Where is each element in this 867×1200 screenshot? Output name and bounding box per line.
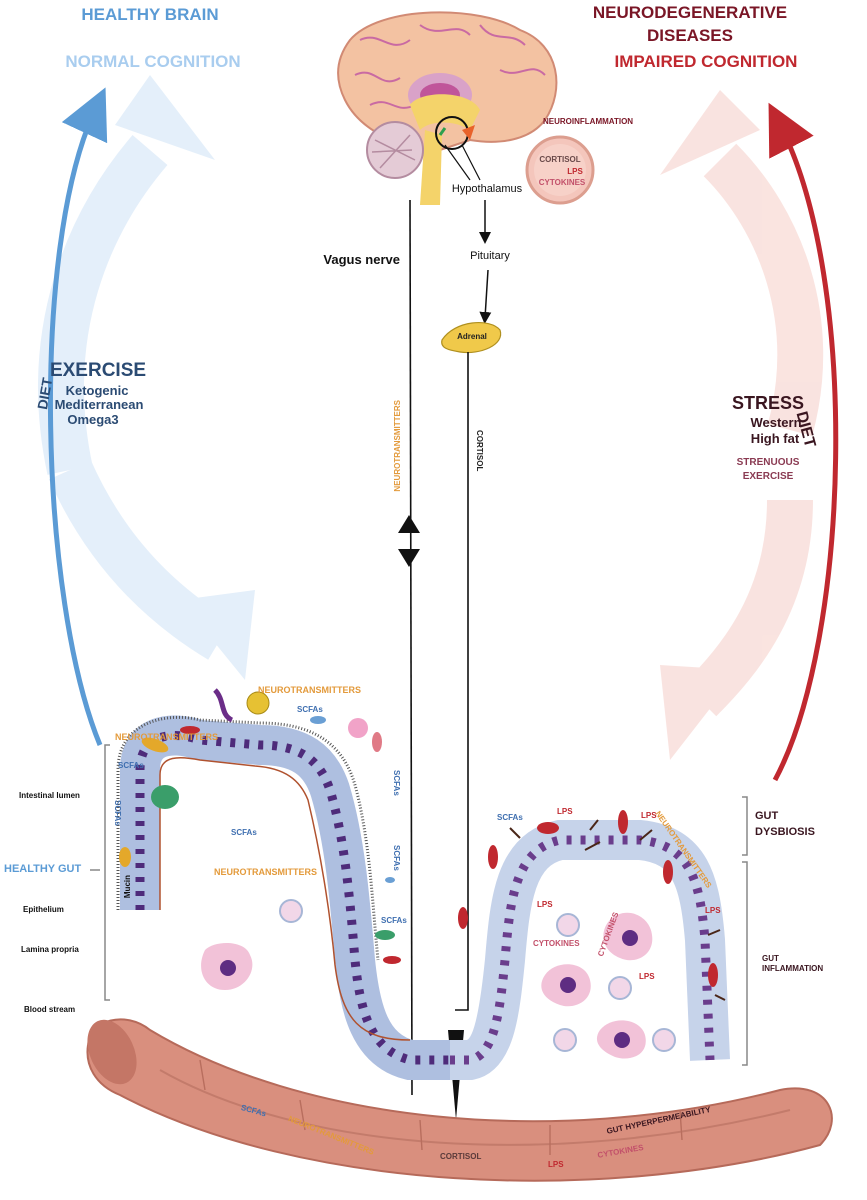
diet-high-fat-label: High fat <box>750 431 800 446</box>
intestinal-lumen-label: Intestinal lumen <box>19 791 80 800</box>
inflamed-lps-right-label: LPS <box>705 906 721 915</box>
gut-dysbiosis-label-2: DYSBIOSIS <box>755 826 815 838</box>
scfas-center-label: SCFAs <box>231 828 257 837</box>
exercise-label: EXERCISE <box>49 360 147 381</box>
vagus-nerve-line <box>409 199 413 1096</box>
pituitary-label: Pituitary <box>470 250 510 262</box>
stress-label: STRESS <box>731 393 805 413</box>
healthy-feedback-line <box>47 87 108 746</box>
disease-pathway-arrow <box>660 90 824 760</box>
hypothalamus-pointer <box>444 144 481 181</box>
axis-neurotransmitters-label: NEUROTRANSMITTERS <box>393 400 402 492</box>
adrenal-gland <box>441 322 502 354</box>
mucin-label: Mucin <box>123 875 132 899</box>
epithelium-label: Epithelium <box>23 905 64 914</box>
inflamed-lps-lower-label: LPS <box>639 972 655 981</box>
healthy-gut-epithelium <box>116 715 450 1080</box>
gut-dysbiosis-label-1: GUT <box>755 810 779 822</box>
neuro-cytokines-label: CYTOKINES <box>538 178 586 187</box>
vessel-lps-label: LPS <box>548 1160 564 1169</box>
inflamed-lps-label: LPS <box>537 900 553 909</box>
healthy-gut-label: HEALTHY GUT <box>4 863 82 875</box>
diet-mediterranean-label: Mediterranean <box>54 397 144 412</box>
lamina-propria-label: Lamina propria <box>21 945 79 954</box>
diseases-title: DISEASES <box>647 26 733 45</box>
gut-inflammation-label-1: GUT <box>762 954 779 963</box>
adrenal-label: Adrenal <box>457 332 487 341</box>
gut-neurotransmitters-top-label: NEUROTRANSMITTERS <box>258 685 361 695</box>
gut-microbiota-dysbiosis <box>458 810 726 1001</box>
neuro-cortisol-label: CORTISOL <box>539 155 581 164</box>
blood-vessel <box>86 1018 833 1182</box>
scfas-left-label: SCFAs <box>118 761 144 770</box>
dysbiosis-lps-top-label: LPS <box>557 807 573 816</box>
strenuous-label: STRENUOUS <box>736 457 800 468</box>
axis-cortisol-label: CORTISOL <box>475 430 484 472</box>
neuroinflammation-label: NEUROINFLAMMATION <box>543 117 634 126</box>
strenuous-exercise-label: EXERCISE <box>742 471 794 482</box>
normal-cognition-title: NORMAL COGNITION <box>65 52 241 71</box>
scfas-right-vertical-label-2: SCFAs <box>392 845 401 871</box>
neurodegenerative-title: NEURODEGENERATIVE <box>592 3 788 22</box>
vagus-nerve-label: Vagus nerve <box>323 252 400 267</box>
afferent-triangle <box>398 515 420 533</box>
impaired-cognition-title: IMPAIRED COGNITION <box>614 52 798 71</box>
hypothalamus-label: Hypothalamus <box>451 183 523 195</box>
disease-feedback-line <box>768 102 839 782</box>
healthy-brain-title: HEALTHY BRAIN <box>81 5 219 24</box>
vessel-cortisol-label: CORTISOL <box>440 1152 482 1161</box>
brain-illustration <box>337 11 558 205</box>
cortisol-line <box>455 352 469 1011</box>
gut-microbiota-healthy <box>119 688 401 964</box>
healthy-pathway-arrow <box>38 75 255 680</box>
gut-inflammation-label-2: INFLAMMATION <box>762 964 824 973</box>
diet-ketogenic-label: Ketogenic <box>65 383 129 398</box>
immune-cells <box>201 899 676 1059</box>
gut-neurotransmitters-left-label: NEUROTRANSMITTERS <box>115 732 218 742</box>
diet-omega3-label: Omega3 <box>67 412 119 427</box>
efferent-triangle <box>398 549 420 567</box>
neuroinflammation-circle <box>525 135 595 205</box>
scfas-right-vertical-label: SCFAs <box>392 770 401 796</box>
scfas-top-label: SCFAs <box>297 705 323 714</box>
dysbiosis-lps-right-label: LPS <box>641 811 657 820</box>
scfas-bottom-label: SCFAs <box>381 916 407 925</box>
scfas-left-vertical-label: SCFAs <box>113 800 122 826</box>
pituitary-to-adrenal-arrow <box>479 269 492 324</box>
dysbiosis-scfas-label: SCFAs <box>497 813 523 822</box>
gut-neurotransmitters-mid-label: NEUROTRANSMITTERS <box>214 867 317 877</box>
diet-western-label: Western <box>750 415 802 430</box>
neuro-lps-label: LPS <box>567 167 583 176</box>
layer-brackets <box>90 744 748 1066</box>
inflamed-gut-epithelium <box>450 820 730 1080</box>
inflamed-cytokines-label: CYTOKINES <box>533 939 580 948</box>
blood-stream-label: Blood stream <box>24 1005 76 1014</box>
